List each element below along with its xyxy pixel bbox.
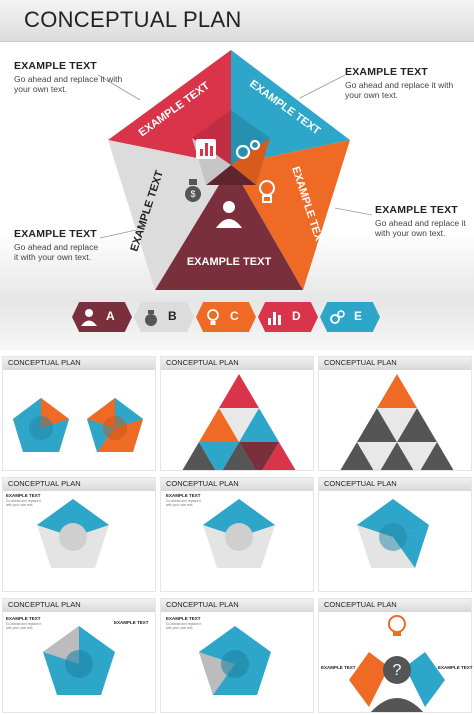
svg-text:$: $ [190, 189, 195, 199]
pentagon-blue-gray-graphic [357, 499, 429, 568]
money-bag-icon [145, 310, 157, 326]
callout-top-right: EXAMPLE TEXT Go ahead and replace it wit… [345, 66, 455, 100]
chip-e: E [320, 302, 380, 332]
chip-label: E [354, 309, 363, 323]
thumbnail-1[interactable]: CONCEPTUAL PLAN [2, 356, 156, 471]
thumb-example-text: EXAMPLE TEXT [321, 665, 356, 670]
segment-orange [231, 140, 350, 290]
thumbnail-title-bar: CONCEPTUAL PLAN [3, 357, 155, 370]
chip-label: D [292, 309, 301, 323]
callout-body: Go ahead and replace it with your own te… [14, 74, 123, 94]
chip-label: C [230, 309, 239, 323]
callout-body: Go ahead and replace it with your own te… [345, 80, 454, 100]
pentagon-diagram: EXAMPLE TEXT EXAMPLE TEXT EXAMPLE TEXT E… [97, 50, 373, 290]
callout-title: EXAMPLE TEXT [14, 228, 97, 240]
lightbulb-icon [388, 615, 406, 636]
segment-label-maroon: EXAMPLE TEXT [187, 256, 272, 268]
page-title: CONCEPTUAL PLAN [24, 7, 242, 32]
callout-title: EXAMPLE TEXT [345, 66, 428, 78]
thumbnail-8[interactable]: CONCEPTUAL PLAN [160, 598, 314, 713]
callout-title: EXAMPLE TEXT [375, 204, 458, 216]
thumb-body-text: Go ahead and replace it with your own te… [6, 622, 42, 630]
thumbnail-title-bar: CONCEPTUAL PLAN [319, 599, 471, 612]
person-icon [216, 201, 242, 228]
callout-bottom-left: EXAMPLE TEXT Go ahead and replace it wit… [14, 228, 104, 262]
pentagon-blue-graphic [43, 626, 115, 695]
pentagon-blue-graphic [199, 626, 271, 695]
thumbnail-3[interactable]: CONCEPTUAL PLAN [318, 356, 472, 471]
callout-body: Go ahead and replace it with your own te… [14, 242, 99, 262]
idea-person-graphic: ? [349, 615, 445, 712]
main-title-bar: CONCEPTUAL PLAN [0, 0, 474, 42]
gears-icon [330, 310, 345, 324]
thumbnail-title: CONCEPTUAL PLAN [8, 600, 81, 609]
thumbnail-title: CONCEPTUAL PLAN [8, 479, 81, 488]
thumbnail-title: CONCEPTUAL PLAN [324, 358, 397, 367]
thumb-example-text: EXAMPLE TEXT [114, 620, 149, 625]
thumbnail-9[interactable]: CONCEPTUAL PLAN ? [318, 598, 472, 713]
thumbnail-title: CONCEPTUAL PLAN [324, 479, 397, 488]
main-slide: CONCEPTUAL PLAN EXAMPLE TEXT EXAMPLE TEX… [0, 0, 474, 350]
thumb-example-text: EXAMPLE TEXT [6, 616, 41, 621]
thumbnail-title: CONCEPTUAL PLAN [166, 358, 239, 367]
thumb-example-text: EXAMPLE TEXT [166, 616, 201, 621]
thumbnail-title-bar: CONCEPTUAL PLAN [161, 357, 313, 370]
chip-label: A [106, 309, 115, 323]
chip-b: B [134, 302, 194, 332]
triangle-grid-color-graphic [182, 374, 296, 470]
thumbnail-title-bar: CONCEPTUAL PLAN [319, 357, 471, 370]
thumb-body-text: Go ahead and replace it with your own te… [6, 499, 42, 507]
thumbnail-5[interactable]: CONCEPTUAL PLAN [160, 477, 314, 592]
callout-title: EXAMPLE TEXT [14, 60, 97, 72]
chip-d: D [258, 302, 318, 332]
thumbnail-title: CONCEPTUAL PLAN [166, 600, 239, 609]
money-bag-icon: $ [185, 179, 201, 202]
thumbnail-4[interactable]: CONCEPTUAL PLAN [2, 477, 156, 592]
person-icon [81, 309, 97, 326]
thumbnail-2[interactable]: CONCEPTUAL PLAN [160, 356, 314, 471]
thumbnail-6[interactable]: CONCEPTUAL PLAN [318, 477, 472, 592]
segment-gray [108, 140, 231, 290]
gears-icon [235, 139, 261, 160]
bar-chart-icon [196, 139, 216, 159]
connector-line [97, 74, 141, 101]
lightbulb-icon [207, 309, 219, 325]
callout-top-left: EXAMPLE TEXT Go ahead and replace it wit… [14, 60, 124, 94]
pentagon-blue-gray-graphic [203, 499, 275, 568]
thumbnail-title-bar: CONCEPTUAL PLAN [3, 599, 155, 612]
connector-line [299, 74, 346, 99]
triangle-grid-gray-graphic [340, 374, 454, 470]
pentagon-blue-gray-graphic [37, 499, 109, 568]
thumb-body-text: Go ahead and replace it with your own te… [166, 622, 202, 630]
callout-bottom-right: EXAMPLE TEXT Go ahead and replace it wit… [375, 204, 470, 238]
thumb-example-text: EXAMPLE TEXT [6, 493, 41, 498]
thumbnail-title-bar: CONCEPTUAL PLAN [319, 478, 471, 491]
thumb-example-text: EXAMPLE TEXT [166, 493, 201, 498]
callout-body: Go ahead and replace it with your own te… [375, 218, 466, 238]
thumbnail-title-bar: CONCEPTUAL PLAN [161, 478, 313, 491]
thumb-example-text: EXAMPLE TEXT [438, 665, 473, 670]
thumbnail-title-bar: CONCEPTUAL PLAN [3, 478, 155, 491]
bar-chart-icon [268, 312, 281, 325]
chip-label: B [168, 309, 177, 323]
legend-chips: A B C D E [72, 302, 382, 332]
thumb-body-text: Go ahead and replace it with your own te… [166, 499, 202, 507]
lightbulb-icon [259, 180, 275, 203]
chip-a: A [72, 302, 132, 332]
thumbnail-title: CONCEPTUAL PLAN [166, 479, 239, 488]
svg-text:?: ? [393, 662, 402, 679]
connector-line [334, 207, 373, 216]
thumbnail-7[interactable]: CONCEPTUAL PLAN [2, 598, 156, 713]
twin-pentagon-graphic [13, 398, 143, 452]
thumbnail-title-bar: CONCEPTUAL PLAN [161, 599, 313, 612]
thumbnail-title: CONCEPTUAL PLAN [324, 600, 397, 609]
chip-c: C [196, 302, 256, 332]
thumbnail-title: CONCEPTUAL PLAN [8, 358, 81, 367]
